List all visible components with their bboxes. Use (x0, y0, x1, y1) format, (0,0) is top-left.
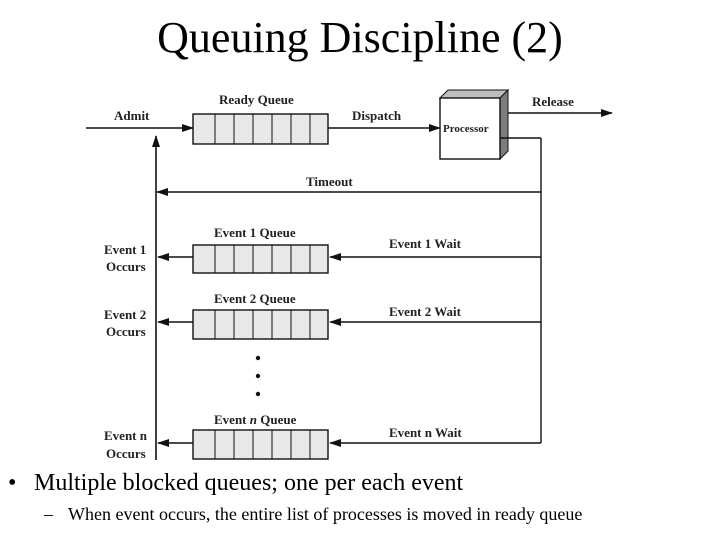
ellipsis-dots (255, 355, 261, 397)
eventn-queue (192, 429, 329, 460)
processor-box (438, 88, 510, 161)
dispatch-label: Dispatch (352, 108, 402, 123)
event1-queue-label: Event 1 Queue (214, 225, 296, 240)
release-label: Release (532, 94, 574, 109)
ready-queue-label: Ready Queue (219, 92, 294, 107)
sub-bullet-marker: – (44, 504, 53, 524)
bullet-marker: • (8, 470, 17, 496)
eventn-occurs-line2: Occurs (106, 446, 146, 461)
event1-occurs-line1: Event 1 (104, 242, 146, 257)
event2-occurs-line1: Event 2 (104, 307, 146, 322)
event2-occurs-line2: Occurs (106, 324, 146, 339)
event1-wait-label: Event 1 Wait (389, 236, 462, 251)
processor-label: Processor (443, 123, 489, 135)
event2-queue-label: Event 2 Queue (214, 291, 296, 306)
eventn-wait-label: Event n Wait (389, 425, 462, 440)
sub-bullet-text: When event occurs, the entire list of pr… (68, 504, 583, 524)
eventn-occurs-line1: Event n (104, 428, 148, 443)
sub-bullet: –When event occurs, the entire list of p… (44, 504, 714, 525)
main-bullet-text: Multiple blocked queues; one per each ev… (34, 470, 464, 496)
eventn-queue-label: Event n Queue (214, 412, 297, 427)
event2-wait-label: Event 2 Wait (389, 304, 462, 319)
admit-label: Admit (114, 108, 150, 123)
ready-queue (192, 113, 329, 145)
event1-occurs-line2: Occurs (106, 259, 146, 274)
event1-queue (192, 244, 329, 274)
main-bullet: • Multiple blocked queues; one per each e… (8, 470, 708, 497)
slide-title: Queuing Discipline (2) (157, 13, 563, 62)
timeout-label: Timeout (306, 174, 353, 189)
event2-queue (192, 309, 329, 340)
